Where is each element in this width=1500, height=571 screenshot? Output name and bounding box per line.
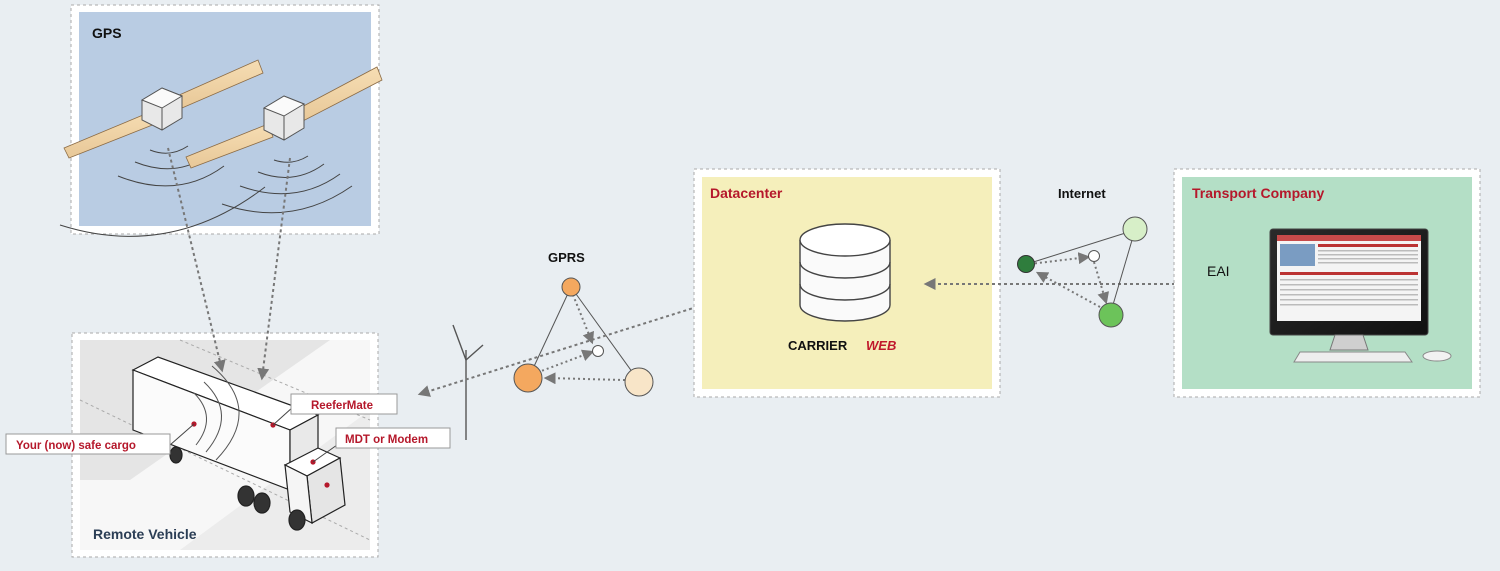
truck-icon bbox=[131, 356, 346, 531]
datacenter-zone: Datacenter CARRIER WEB bbox=[693, 168, 1001, 398]
satellite-icon bbox=[185, 66, 383, 214]
datacenter-zone-title: Datacenter bbox=[710, 185, 783, 201]
monitor-icon bbox=[1269, 228, 1429, 351]
gprs-node-small bbox=[592, 345, 604, 357]
gps-signal-lines bbox=[167, 147, 291, 381]
gprs-label: GPRS bbox=[548, 250, 585, 265]
internet-label: Internet bbox=[1058, 186, 1106, 201]
callout-safe-cargo-label: Your (now) safe cargo bbox=[16, 440, 136, 452]
database-icon bbox=[799, 223, 891, 322]
internet-node-left bbox=[1017, 255, 1035, 273]
keyboard-icon bbox=[1293, 351, 1413, 363]
logo-web: WEB bbox=[866, 338, 896, 353]
callout-mdt-modem: MDT or Modem bbox=[312, 427, 451, 463]
carrierweb-logo: CARRIER WEB bbox=[788, 338, 896, 353]
antenna-icon bbox=[452, 324, 484, 440]
satellite-icon bbox=[59, 59, 266, 237]
internet-node-bottom bbox=[1098, 302, 1124, 328]
callout-reefermate: ReeferMate bbox=[272, 393, 398, 426]
transport-company-zone: Transport Company EAI bbox=[1173, 168, 1481, 398]
transport-company-zone-title: Transport Company bbox=[1192, 185, 1324, 201]
remote-vehicle-zone: Remote Vehicle ReeferMate bbox=[5, 332, 451, 558]
gprs-node-left bbox=[513, 363, 543, 393]
gprs-node-top bbox=[561, 277, 581, 297]
gprs-network: GPRS bbox=[452, 250, 654, 440]
callout-safe-cargo: Your (now) safe cargo bbox=[5, 423, 195, 455]
logo-carrier: CARRIER bbox=[788, 338, 848, 353]
gps-zone-bg bbox=[79, 12, 371, 226]
internet-node-small bbox=[1088, 250, 1100, 262]
internet-network: Internet bbox=[1017, 186, 1148, 328]
mouse-icon bbox=[1422, 350, 1452, 362]
gprs-datacenter-link bbox=[417, 279, 779, 397]
callout-reefermate-label: ReeferMate bbox=[311, 400, 373, 412]
gprs-node-right bbox=[624, 367, 654, 397]
gps-zone: GPS bbox=[59, 4, 383, 237]
callout-mdt-modem-label: MDT or Modem bbox=[345, 434, 428, 446]
eai-label: EAI bbox=[1207, 263, 1230, 279]
remote-vehicle-zone-title: Remote Vehicle bbox=[93, 526, 197, 542]
internet-node-top bbox=[1122, 216, 1148, 242]
gps-zone-title: GPS bbox=[92, 25, 122, 41]
